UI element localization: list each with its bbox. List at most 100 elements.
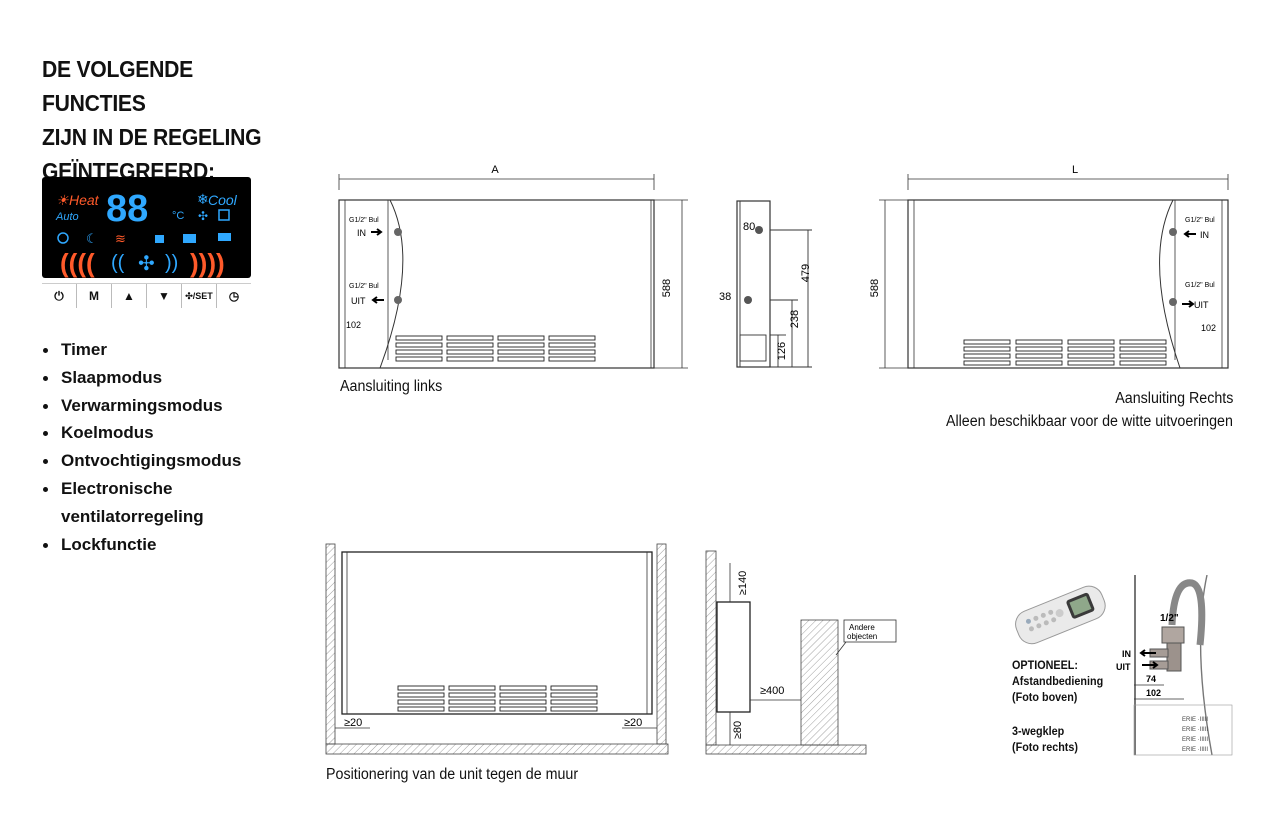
- sun-icon: ☀: [56, 192, 69, 208]
- caption-connection-left: Aansluiting links: [340, 378, 443, 395]
- temperature-digits: 88: [106, 188, 148, 230]
- outlet-connector: [1169, 298, 1177, 306]
- caption-white-only: Alleen beschikbaar voor de witte uitvoer…: [946, 413, 1233, 430]
- outlet-label: UIT: [351, 296, 366, 306]
- outlet-label: UIT: [1194, 300, 1209, 310]
- control-panel-buttons: ⏻ M ▲ ▼ ✣/SET ◷: [42, 283, 251, 308]
- objects-label-2: objecten: [847, 632, 877, 641]
- drawing-clearance: ≥140 ≥400 ≥80 Andere objecten: [705, 550, 897, 755]
- optional-title: OPTIONEEL:: [1012, 658, 1079, 672]
- list-item: Slaapmodus: [42, 364, 241, 392]
- list-item: Verwarmingsmodus: [42, 392, 241, 420]
- arrow-out-icon: [1142, 661, 1159, 669]
- arrow-in-icon: [371, 228, 383, 236]
- svg-text:ERIE ·IIIII: ERIE ·IIIII: [1182, 717, 1208, 723]
- up-button[interactable]: ▲: [112, 284, 147, 308]
- dim-38-label: 38: [719, 291, 731, 303]
- clearance-front-label: ≥400: [760, 685, 784, 697]
- three-way-valve-image: ERIE ·IIIII ERIE ·IIIII ERIE ·IIIII ERIE ·I…: [1116, 575, 1233, 756]
- valve-label: 3-wegklep: [1012, 724, 1065, 738]
- fan-icon: ✣: [198, 209, 208, 223]
- inlet-spec-label: G1/2" Bul: [1185, 217, 1215, 224]
- list-item: Electronische: [42, 475, 241, 503]
- cool-arcs-right: )): [165, 252, 178, 274]
- fan-speed-icon: ✣: [138, 253, 155, 275]
- optional-accessories: OPTIONEEL: Afstandbediening (Foto boven)…: [1012, 657, 1103, 755]
- svg-text:ERIE ·IIIII: ERIE ·IIIII: [1182, 747, 1208, 753]
- timer-button[interactable]: ◷: [228, 289, 240, 303]
- arrow-out-icon: [1182, 300, 1195, 308]
- snowflake-icon: ❄: [197, 191, 209, 207]
- warm-arcs-right: )))): [190, 248, 225, 278]
- arrow-in-icon: [1139, 649, 1156, 657]
- svg-text:ERIE ·IIIII: ERIE ·IIIII: [1182, 727, 1208, 733]
- vehicle-icon: [183, 234, 196, 243]
- timer-icon: [57, 232, 69, 244]
- gap-left-label: ≥20: [344, 717, 362, 729]
- valve-size-label: 1/2": [1160, 613, 1179, 624]
- dim-height-label: 588: [869, 279, 881, 297]
- outlet-connector: [744, 296, 752, 304]
- page-title: DE VOLGENDE FUNCTIES ZIJN IN DE REGELING…: [42, 52, 300, 188]
- remote-label: Afstandbediening: [1012, 674, 1104, 688]
- sleep-icon: ☾: [86, 231, 98, 246]
- heat-label: Heat: [69, 192, 100, 208]
- lock-icon: [155, 235, 164, 243]
- dim-width-label: A: [491, 164, 499, 176]
- dim-height-label: 588: [661, 279, 673, 297]
- dim-74-label: 74: [1146, 674, 1156, 684]
- inlet-label: IN: [1200, 230, 1209, 240]
- warm-arcs-left: ((((: [60, 248, 95, 278]
- list-item: Lockfunctie: [42, 531, 241, 559]
- down-button[interactable]: ▼: [147, 284, 182, 308]
- celsius-unit: °C: [172, 210, 184, 222]
- dim-102-label: 102: [1201, 323, 1216, 333]
- caption-connection-right: Aansluiting Rechts: [1114, 390, 1233, 407]
- title-line-1: DE VOLGENDE FUNCTIES: [42, 56, 193, 116]
- arrow-out-icon: [371, 296, 384, 304]
- clearance-top-label: ≥140: [737, 571, 749, 595]
- drawing-side-view: 80 479 38 238 126: [719, 200, 812, 368]
- clearance-bottom-label: ≥80: [732, 721, 744, 739]
- heating-icon: ≋: [115, 231, 126, 246]
- control-panel-display: ☀ Heat Auto 88 °C ❄ Cool ✣ ☾ ≋ (((( (( ✣…: [42, 177, 251, 278]
- power-button[interactable]: ⏻: [42, 284, 77, 308]
- feature-list: Timer Slaapmodus Verwarmingsmodus Koelmo…: [42, 336, 241, 558]
- drawing-connection-right: L 588 G1/2" Bul IN G1/2" Bul UIT 102: [869, 164, 1229, 369]
- caption-wall-positioning: Positionering van de unit tegen de muur: [326, 766, 579, 783]
- drawing-connection-left: A 588 G1/2" Bul IN G1/2" Bul UIT 102: [338, 164, 688, 369]
- cool-label: Cool: [208, 192, 238, 208]
- inlet-label: IN: [357, 228, 366, 238]
- dim-238-label: 238: [789, 310, 801, 328]
- inlet-connector: [1169, 228, 1177, 236]
- fan-set-button[interactable]: ✣/SET: [182, 284, 217, 308]
- inlet-connector: [394, 228, 402, 236]
- list-item: Ontvochtigingsmodus: [42, 447, 241, 475]
- dim-126-label: 126: [776, 342, 788, 360]
- mode-button[interactable]: M: [77, 284, 112, 308]
- outlet-label: UIT: [1116, 662, 1131, 672]
- title-line-2: ZIJN IN DE REGELING: [42, 124, 262, 150]
- inlet-connector: [755, 226, 763, 234]
- valve-photo-ref: (Foto rechts): [1012, 740, 1079, 754]
- gap-right-label: ≥20: [624, 717, 642, 729]
- inlet-spec-label: G1/2" Bul: [349, 217, 379, 224]
- objects-callout: [843, 619, 897, 643]
- list-item: Timer: [42, 336, 241, 364]
- objects-label-1: Andere: [849, 623, 875, 632]
- dim-102-label: 102: [346, 320, 361, 330]
- dim-80-label: 80: [743, 221, 755, 233]
- dim-479-label: 479: [800, 264, 812, 282]
- list-item: Koelmodus: [42, 419, 241, 447]
- dim-102-label: 102: [1146, 688, 1161, 698]
- cool-arcs-left: ((: [111, 252, 125, 274]
- outlet-connector: [394, 296, 402, 304]
- auto-label: Auto: [55, 211, 79, 223]
- tap-icon: [218, 233, 231, 241]
- drawing-wall-positioning: ≥20 ≥20: [325, 543, 669, 755]
- remote-control-image: [1015, 585, 1106, 645]
- outlet-spec-label: G1/2" Bul: [1185, 282, 1215, 289]
- dehumidify-icon: [218, 209, 230, 221]
- outlet-spec-label: G1/2" Bul: [349, 283, 379, 290]
- svg-text:ERIE ·IIIII: ERIE ·IIIII: [1182, 737, 1208, 743]
